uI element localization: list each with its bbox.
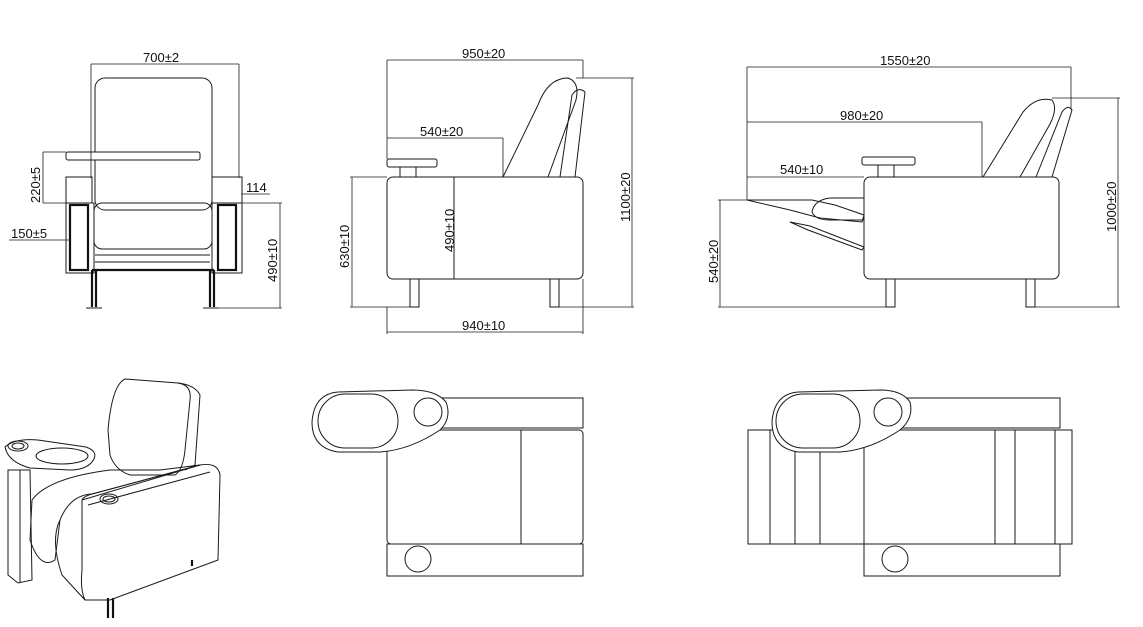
top-view-reclined <box>747 389 1073 577</box>
recline-view <box>718 66 1120 308</box>
top-view-upright <box>311 389 584 577</box>
front-width-label: 700±2 <box>143 50 179 65</box>
front-view <box>9 63 282 309</box>
side-arm-height-label: 630±10 <box>337 225 352 268</box>
side-tray-length-label: 540±20 <box>420 124 463 139</box>
side-height-label: 1100±20 <box>618 172 633 222</box>
front-arm-width-label: 114 <box>246 180 267 195</box>
side-view <box>350 59 634 334</box>
side-depth-label: 950±20 <box>462 46 505 61</box>
side-seat-height-label: 490±10 <box>442 209 457 252</box>
perspective-view <box>4 378 221 618</box>
recline-length-label: 1550±20 <box>880 53 931 68</box>
front-seat-height-label: 490±10 <box>265 239 280 282</box>
side-base-depth-label: 940±10 <box>462 318 505 333</box>
front-tray-height-label: 220±5 <box>28 167 43 203</box>
recline-footrest-height-label: 540±20 <box>706 240 721 283</box>
recline-footrest-length-label: 540±10 <box>780 162 823 177</box>
recline-seat-to-back-label: 980±20 <box>840 108 883 123</box>
front-side-offset-label: 150±5 <box>11 226 47 241</box>
recline-height-label: 1000±20 <box>1104 181 1119 232</box>
